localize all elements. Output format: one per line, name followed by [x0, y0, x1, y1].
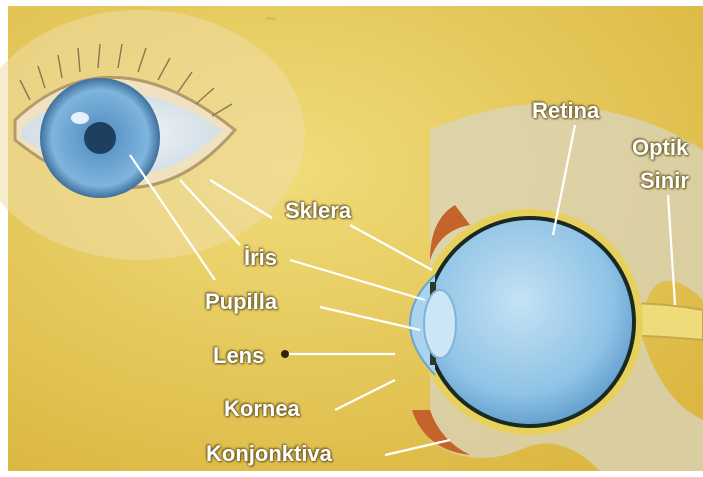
- vitreous-body: [428, 220, 632, 424]
- iris-label: İris: [244, 247, 277, 269]
- lens-pointer-dot: [281, 350, 289, 358]
- cornea-label: Kornea: [224, 398, 300, 420]
- pupil-label: Pupilla: [205, 291, 277, 313]
- external-pupil: [84, 122, 116, 154]
- conjunctiva-label: Konjonktiva: [206, 443, 332, 465]
- sclera-label: Sklera: [285, 200, 351, 222]
- lens: [424, 290, 456, 358]
- background-text: ~: [265, 8, 277, 32]
- optic-nerve-label-line2: Sinir: [640, 170, 689, 192]
- optic-nerve-label-line1: Optik: [632, 137, 688, 159]
- eye-highlight: [71, 112, 89, 124]
- lens-label: Lens: [213, 345, 264, 367]
- retina-label: Retina: [532, 100, 599, 122]
